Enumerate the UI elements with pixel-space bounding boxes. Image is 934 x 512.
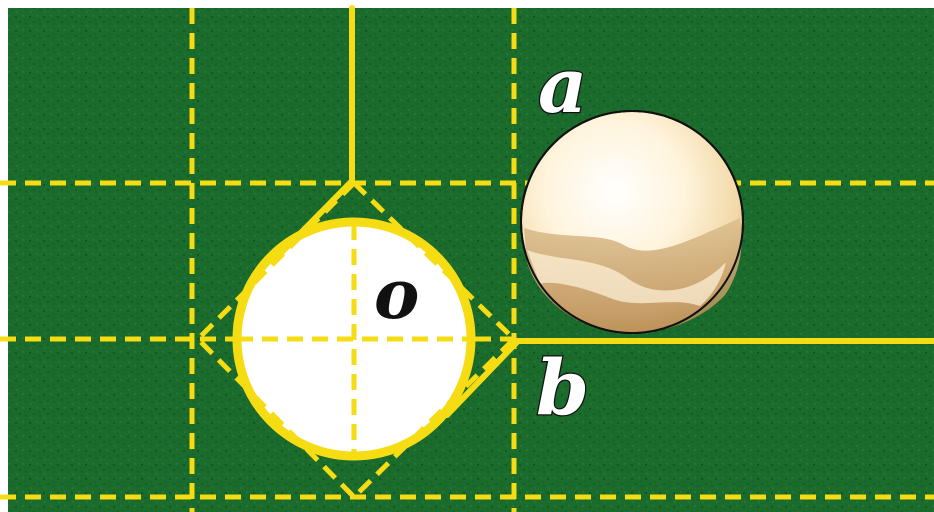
border-top bbox=[0, 0, 934, 8]
path-diagonal-upper bbox=[273, 178, 355, 261]
border-left bbox=[0, 0, 8, 512]
label-o: o bbox=[374, 255, 419, 335]
ball-a-shadow bbox=[524, 218, 742, 334]
ball-a-outline bbox=[520, 110, 744, 334]
path-diagonal-lower bbox=[444, 338, 521, 418]
ball-a bbox=[520, 110, 744, 334]
ball-o bbox=[232, 217, 476, 461]
label-a: a bbox=[538, 41, 587, 130]
solid-paths bbox=[273, 5, 934, 418]
dashed-grid-vertical bbox=[189, 8, 517, 512]
ball-a-highlight-band bbox=[527, 250, 726, 306]
label-b: b bbox=[536, 343, 589, 432]
